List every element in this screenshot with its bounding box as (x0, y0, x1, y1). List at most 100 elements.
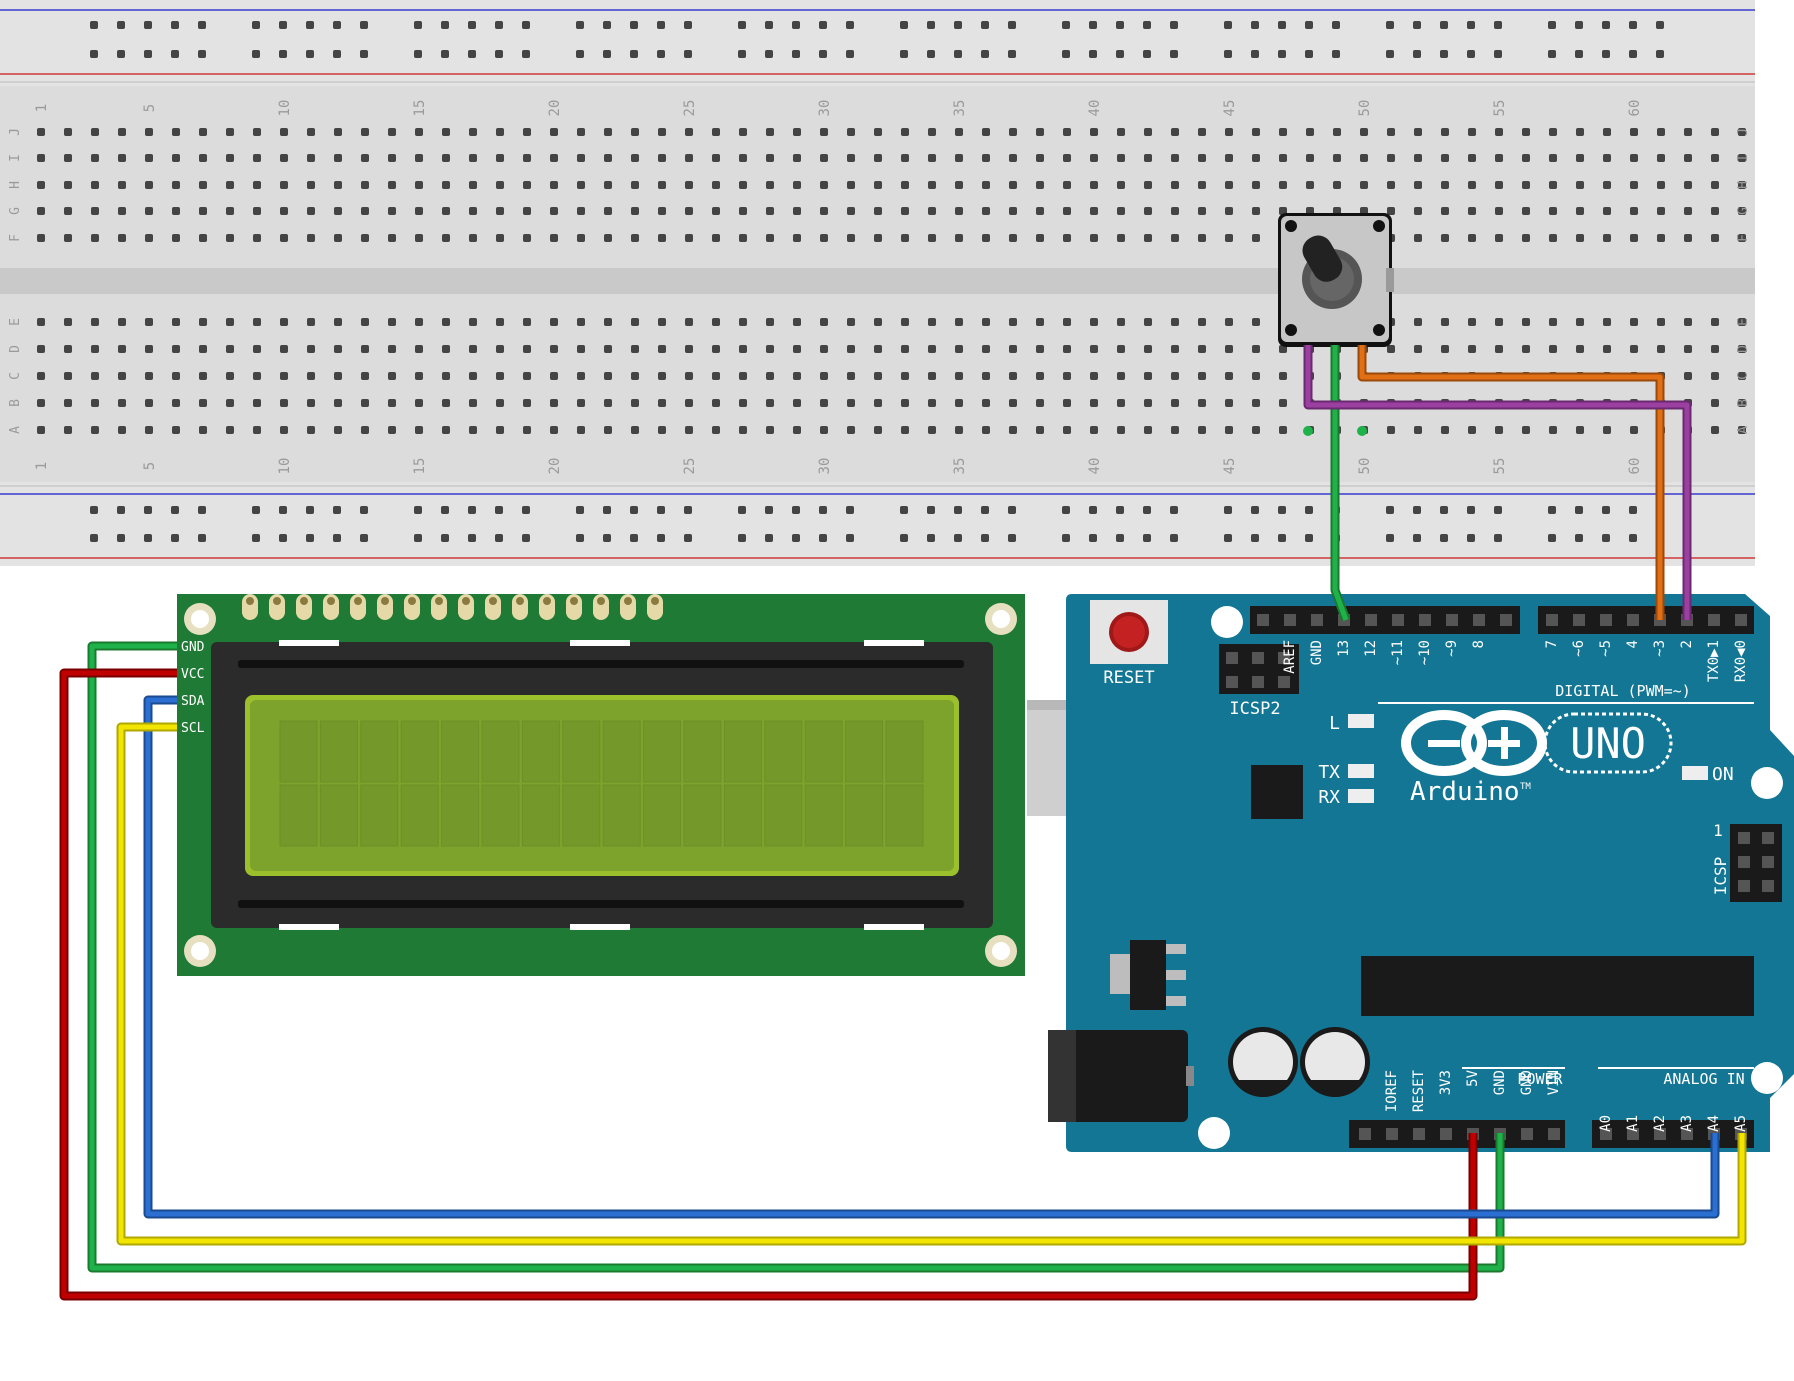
breadboard-hole[interactable] (1116, 50, 1124, 58)
breadboard-hole[interactable] (469, 234, 477, 242)
breadboard-hole[interactable] (226, 154, 234, 162)
breadboard-hole[interactable] (847, 399, 855, 407)
breadboard-hole[interactable] (927, 534, 935, 542)
breadboard-hole[interactable] (1144, 181, 1152, 189)
breadboard-hole[interactable] (1657, 181, 1665, 189)
breadboard-hole[interactable] (1656, 21, 1664, 29)
breadboard-hole[interactable] (1171, 234, 1179, 242)
breadboard-hole[interactable] (820, 207, 828, 215)
breadboard-hole[interactable] (280, 207, 288, 215)
breadboard-hole[interactable] (1467, 506, 1475, 514)
breadboard-hole[interactable] (226, 345, 234, 353)
breadboard-hole[interactable] (91, 426, 99, 434)
breadboard-hole[interactable] (1522, 426, 1530, 434)
breadboard-hole[interactable] (334, 234, 342, 242)
breadboard-hole[interactable] (1495, 154, 1503, 162)
breadboard-hole[interactable] (1414, 181, 1422, 189)
breadboard-hole[interactable] (1251, 21, 1259, 29)
breadboard-hole[interactable] (495, 50, 503, 58)
header-pin[interactable] (1600, 1128, 1612, 1140)
breadboard-hole[interactable] (1116, 506, 1124, 514)
breadboard-hole[interactable] (1278, 534, 1286, 542)
breadboard-hole[interactable] (766, 128, 774, 136)
breadboard-hole[interactable] (1279, 181, 1287, 189)
breadboard-hole[interactable] (928, 345, 936, 353)
breadboard-hole[interactable] (414, 21, 422, 29)
breadboard-hole[interactable] (307, 345, 315, 353)
breadboard-hole[interactable] (1063, 372, 1071, 380)
breadboard-hole[interactable] (388, 399, 396, 407)
breadboard-hole[interactable] (1414, 234, 1422, 242)
breadboard-hole[interactable] (1225, 345, 1233, 353)
breadboard-hole[interactable] (550, 345, 558, 353)
breadboard-hole[interactable] (171, 534, 179, 542)
header-pin[interactable] (1257, 614, 1269, 626)
breadboard-hole[interactable] (37, 399, 45, 407)
breadboard-hole[interactable] (414, 534, 422, 542)
breadboard-hole[interactable] (226, 318, 234, 326)
breadboard-hole[interactable] (982, 399, 990, 407)
breadboard-hole[interactable] (1171, 372, 1179, 380)
breadboard-hole[interactable] (1576, 345, 1584, 353)
breadboard-hole[interactable] (1575, 506, 1583, 514)
breadboard-hole[interactable] (765, 21, 773, 29)
breadboard-hole[interactable] (603, 50, 611, 58)
breadboard-hole[interactable] (1225, 426, 1233, 434)
breadboard-hole[interactable] (1198, 207, 1206, 215)
breadboard-hole[interactable] (1090, 207, 1098, 215)
pot-knob[interactable] (1297, 230, 1347, 287)
breadboard-hole[interactable] (279, 534, 287, 542)
breadboard-hole[interactable] (928, 234, 936, 242)
breadboard-hole[interactable] (982, 207, 990, 215)
breadboard-hole[interactable] (576, 50, 584, 58)
breadboard-hole[interactable] (1008, 506, 1016, 514)
breadboard-hole[interactable] (604, 318, 612, 326)
breadboard-hole[interactable] (496, 234, 504, 242)
breadboard-hole[interactable] (442, 372, 450, 380)
breadboard-hole[interactable] (1603, 426, 1611, 434)
breadboard-hole[interactable] (577, 181, 585, 189)
breadboard-hole[interactable] (199, 234, 207, 242)
breadboard-hole[interactable] (1467, 534, 1475, 542)
breadboard-hole[interactable] (334, 426, 342, 434)
breadboard-hole[interactable] (792, 534, 800, 542)
breadboard-hole[interactable] (361, 318, 369, 326)
breadboard-hole[interactable] (685, 372, 693, 380)
breadboard-hole[interactable] (982, 128, 990, 136)
breadboard-hole[interactable] (496, 154, 504, 162)
breadboard-hole[interactable] (1090, 181, 1098, 189)
breadboard-hole[interactable] (145, 234, 153, 242)
breadboard-hole[interactable] (738, 50, 746, 58)
breadboard-hole[interactable] (64, 207, 72, 215)
breadboard-hole[interactable] (847, 426, 855, 434)
breadboard-hole[interactable] (1467, 21, 1475, 29)
breadboard-hole[interactable] (657, 21, 665, 29)
breadboard-hole[interactable] (1143, 50, 1151, 58)
breadboard-hole[interactable] (712, 154, 720, 162)
breadboard-hole[interactable] (955, 234, 963, 242)
breadboard-hole[interactable] (469, 318, 477, 326)
breadboard-hole[interactable] (1089, 534, 1097, 542)
breadboard-hole[interactable] (496, 426, 504, 434)
breadboard-hole[interactable] (685, 399, 693, 407)
breadboard-hole[interactable] (955, 399, 963, 407)
breadboard-hole[interactable] (442, 318, 450, 326)
breadboard-hole[interactable] (1360, 128, 1368, 136)
breadboard-hole[interactable] (199, 372, 207, 380)
breadboard-hole[interactable] (1090, 372, 1098, 380)
breadboard-hole[interactable] (1090, 399, 1098, 407)
breadboard-hole[interactable] (1603, 154, 1611, 162)
breadboard-hole[interactable] (1387, 426, 1395, 434)
breadboard-hole[interactable] (1494, 50, 1502, 58)
breadboard-hole[interactable] (1630, 318, 1638, 326)
breadboard-hole[interactable] (630, 534, 638, 542)
breadboard-hole[interactable] (954, 21, 962, 29)
breadboard-hole[interactable] (1413, 21, 1421, 29)
breadboard-hole[interactable] (1548, 50, 1556, 58)
breadboard-hole[interactable] (792, 21, 800, 29)
breadboard-hole[interactable] (1522, 207, 1530, 215)
breadboard-hole[interactable] (522, 506, 530, 514)
breadboard-hole[interactable] (145, 154, 153, 162)
breadboard-hole[interactable] (199, 128, 207, 136)
breadboard-hole[interactable] (1386, 50, 1394, 58)
